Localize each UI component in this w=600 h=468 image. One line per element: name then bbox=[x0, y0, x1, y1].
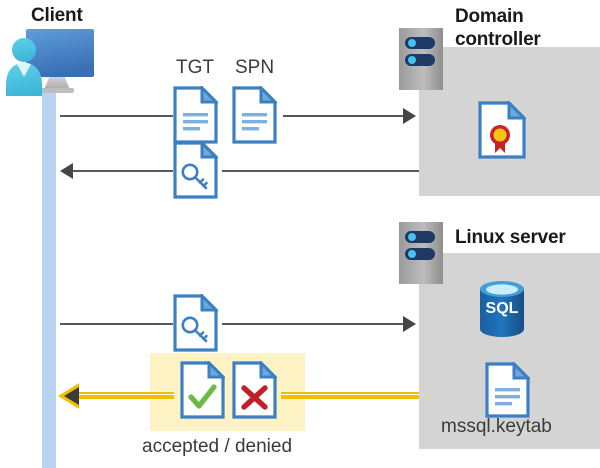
ticket-line-left bbox=[72, 170, 173, 172]
auth-line-right bbox=[222, 323, 403, 325]
result-line-right-highlight bbox=[281, 394, 419, 395]
certificate-document-icon bbox=[478, 99, 528, 159]
ticket-arrowhead bbox=[60, 163, 73, 179]
request-line-left bbox=[60, 115, 173, 117]
tgt-label: TGT bbox=[176, 57, 214, 78]
auth-line-left bbox=[60, 323, 173, 325]
client-title: Client bbox=[31, 5, 83, 26]
svg-text:SQL: SQL bbox=[486, 300, 519, 317]
linux-server-server-icon bbox=[399, 222, 443, 284]
sql-database-icon: SQL bbox=[477, 280, 527, 338]
auth-arrowhead bbox=[403, 316, 416, 332]
keytab-document-icon bbox=[485, 360, 532, 418]
ticket-line-right bbox=[222, 170, 419, 172]
domain-controller-title: Domain controller bbox=[455, 6, 541, 50]
request-arrowhead bbox=[403, 108, 416, 124]
client-icon bbox=[4, 27, 96, 99]
request-line-right bbox=[283, 115, 403, 117]
result-caption: accepted / denied bbox=[142, 436, 293, 457]
accepted-document-icon bbox=[180, 359, 227, 419]
spn-label: SPN bbox=[235, 57, 275, 78]
linux-server-title: Linux server bbox=[455, 227, 566, 248]
spn-document-icon bbox=[232, 84, 279, 144]
denied-document-icon bbox=[232, 359, 279, 419]
keytab-label: mssql.keytab bbox=[441, 416, 552, 437]
ticket-key-document-icon bbox=[173, 139, 220, 199]
client-lifeline bbox=[42, 88, 56, 468]
tgt-document-icon bbox=[173, 84, 220, 144]
auth-key-document-icon bbox=[173, 292, 220, 352]
result-highlight-box bbox=[150, 353, 305, 431]
result-line-left-highlight bbox=[78, 394, 174, 395]
domain-controller-server-icon bbox=[399, 28, 443, 90]
result-line-right bbox=[281, 392, 419, 399]
result-line-left bbox=[78, 392, 174, 399]
result-arrowhead-inner bbox=[64, 387, 79, 405]
